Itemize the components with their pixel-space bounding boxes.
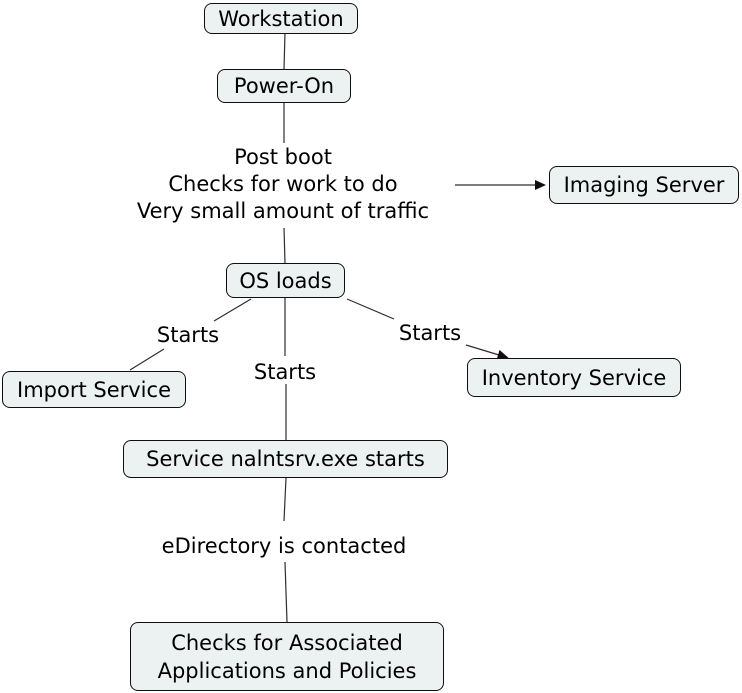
edge-workstation-poweron	[283, 32, 286, 70]
node-power-on-label: Power-On	[233, 74, 335, 98]
node-import-service-label: Import Service	[17, 377, 171, 402]
node-power-on: Power-On	[217, 69, 351, 103]
edge-startsright-inventory-arrow	[465, 344, 509, 360]
annotation-post-boot-line3: Very small amount of traffic	[136, 199, 430, 223]
edge-label-starts-left: Starts	[156, 323, 220, 347]
node-checks-associated: Checks for Associated Applications and P…	[130, 622, 444, 691]
edge-osloads-startsright	[346, 298, 395, 320]
node-workstation-label: Workstation	[218, 6, 344, 31]
node-nalntsrv-label: Service nalntsrv.exe starts	[146, 447, 425, 471]
node-checks-line1: Checks for Associated	[171, 630, 403, 655]
edge-postboot-osloads	[283, 227, 286, 264]
edge-edirectory-checks	[284, 561, 288, 623]
node-imaging-server: Imaging Server	[549, 166, 739, 204]
node-nalntsrv: Service nalntsrv.exe starts	[123, 440, 448, 478]
node-imaging-server-label: Imaging Server	[563, 173, 725, 197]
annotation-post-boot-line2: Checks for work to do	[168, 172, 398, 196]
edge-label-starts-middle: Starts	[253, 360, 317, 384]
edge-nalntsrv-edirectory	[283, 477, 287, 522]
node-os-loads-label: OS loads	[239, 268, 332, 293]
edge-label-starts-right: Starts	[398, 321, 462, 345]
edge-osloads-startsleft	[213, 298, 252, 322]
node-inventory-service: Inventory Service	[467, 358, 681, 397]
annotation-post-boot-line1: Post boot	[234, 145, 332, 169]
node-import-service: Import Service	[2, 371, 186, 408]
annotation-post-boot: Post boot Checks for work to do Very sma…	[83, 144, 483, 225]
node-workstation: Workstation	[204, 3, 358, 34]
node-os-loads: OS loads	[226, 263, 345, 298]
annotation-edirectory: eDirectory is contacted	[161, 534, 407, 558]
edge-startsleft-import	[129, 348, 165, 371]
node-checks-line2: Applications and Policies	[157, 658, 417, 683]
node-inventory-service-label: Inventory Service	[481, 365, 667, 390]
